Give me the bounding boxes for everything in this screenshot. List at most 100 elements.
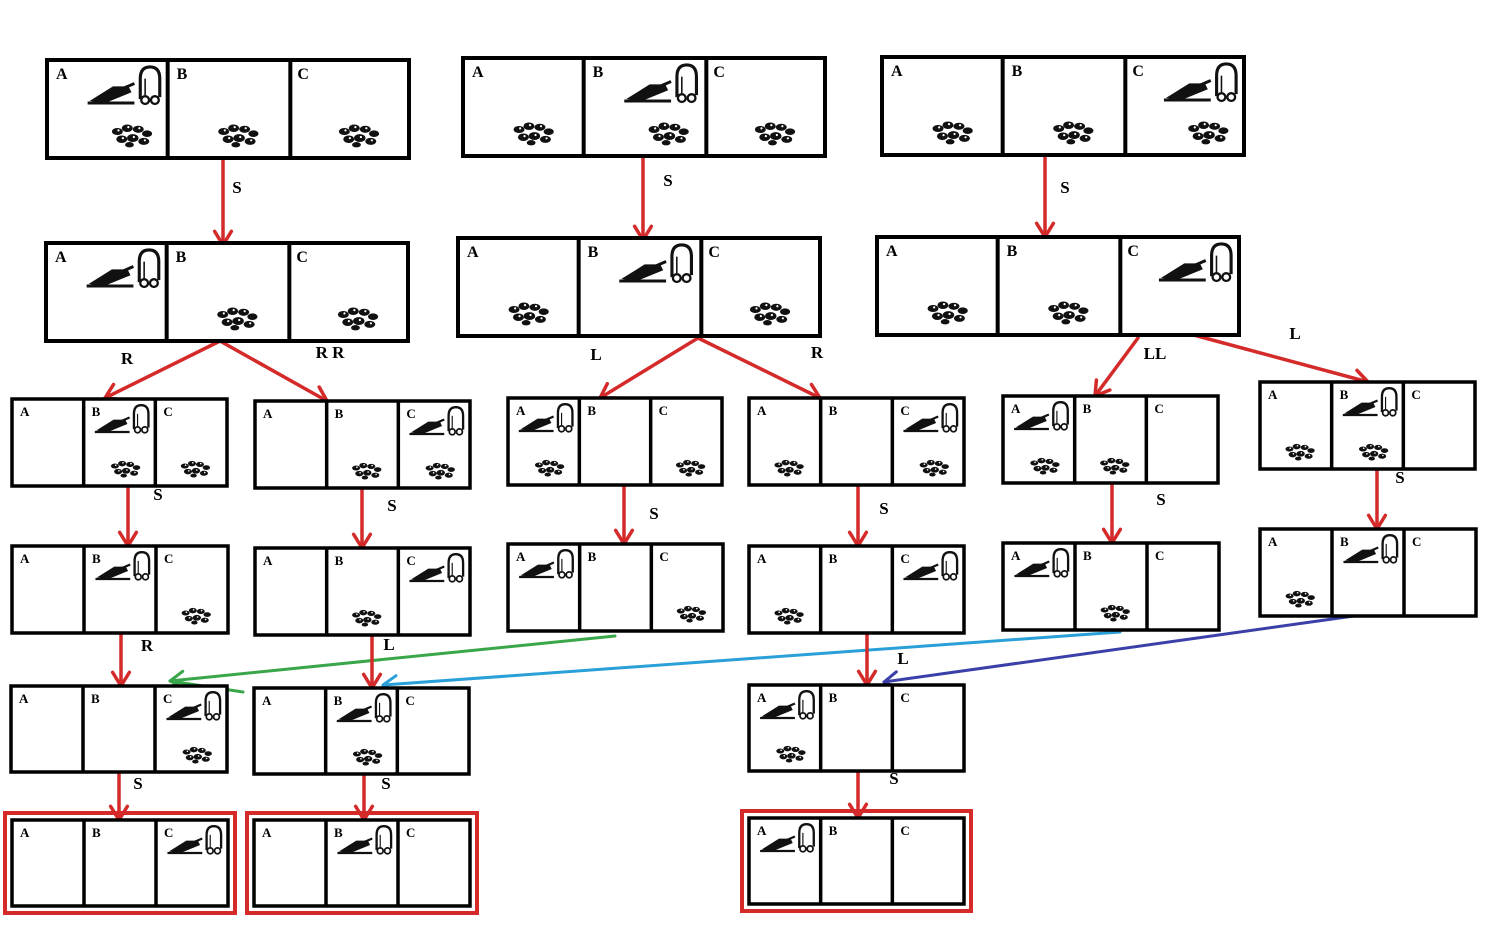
transition-arrow-s11-s17 bbox=[1101, 482, 1123, 545]
room-label-b: B bbox=[829, 823, 838, 838]
room-label-b: B bbox=[587, 403, 596, 418]
action-label-s9-s15: S bbox=[649, 504, 658, 523]
room-label-a: A bbox=[1268, 387, 1278, 402]
room-label-a: A bbox=[467, 244, 479, 261]
action-label-s14-s20: L bbox=[383, 635, 394, 654]
state-frame bbox=[10, 818, 230, 908]
room-label-c: C bbox=[164, 551, 173, 566]
action-label-s8-s14: S bbox=[387, 496, 396, 515]
room-label-c: C bbox=[296, 249, 308, 266]
action-label-s5-s10: R bbox=[811, 343, 824, 362]
state-s24: A B C bbox=[740, 809, 973, 913]
action-label-s4-s8: R R bbox=[316, 343, 346, 362]
room-label-a: A bbox=[20, 825, 30, 840]
room-label-b: B bbox=[92, 551, 101, 566]
room-label-a: A bbox=[56, 66, 68, 83]
action-label-s12-s18: S bbox=[1395, 468, 1404, 487]
room-label-c: C bbox=[713, 64, 725, 81]
action-label-s20-s23: S bbox=[381, 774, 390, 793]
transition-arrow-s4-s8 bbox=[218, 339, 329, 404]
room-label-b: B bbox=[1012, 63, 1023, 80]
room-label-c: C bbox=[900, 690, 909, 705]
room-label-c: C bbox=[708, 244, 720, 261]
state-s12: A B C bbox=[1258, 380, 1477, 471]
action-label-s16-s21: L bbox=[897, 649, 908, 668]
state-s5: A B C bbox=[456, 236, 822, 338]
room-label-a: A bbox=[20, 404, 30, 419]
action-label-s19-s22: S bbox=[133, 774, 142, 793]
room-label-a: A bbox=[20, 551, 30, 566]
goal-state-frame bbox=[740, 809, 973, 913]
room-label-c: C bbox=[163, 691, 172, 706]
transition-arrow-s6-s11 bbox=[1093, 336, 1140, 398]
action-label-s7-s13: S bbox=[153, 485, 162, 504]
room-label-c: C bbox=[1154, 401, 1163, 416]
room-label-a: A bbox=[1011, 548, 1021, 563]
action-label-s10-s16: S bbox=[879, 499, 888, 518]
room-label-c: C bbox=[659, 549, 668, 564]
room-label-c: C bbox=[900, 823, 909, 838]
state-frame bbox=[880, 55, 1246, 157]
room-label-b: B bbox=[334, 825, 343, 840]
room-label-c: C bbox=[1132, 63, 1144, 80]
room-label-a: A bbox=[757, 823, 767, 838]
room-label-a: A bbox=[262, 693, 272, 708]
merge-arrows bbox=[168, 612, 1370, 694]
state-s13: A B C bbox=[10, 544, 230, 635]
state-frame bbox=[875, 235, 1241, 337]
room-label-b: B bbox=[335, 406, 344, 421]
action-label-s13-s19: R bbox=[141, 636, 154, 655]
action-label-s3-s6: S bbox=[1060, 178, 1069, 197]
transition-arrow-s16-s21 bbox=[856, 632, 878, 687]
transition-arrow-s1-s4 bbox=[212, 158, 234, 247]
room-label-c: C bbox=[163, 404, 172, 419]
room-label-c: C bbox=[1155, 548, 1164, 563]
room-label-c: C bbox=[659, 403, 668, 418]
room-label-b: B bbox=[588, 244, 599, 261]
action-label-s1-s4: S bbox=[232, 178, 241, 197]
transition-arrow-s2-s5 bbox=[632, 156, 654, 242]
room-label-a: A bbox=[757, 551, 767, 566]
room-label-c: C bbox=[900, 551, 909, 566]
room-label-c: C bbox=[297, 66, 309, 83]
goal-state-frame bbox=[3, 811, 237, 915]
action-label-s2-s5: S bbox=[663, 171, 672, 190]
room-label-c: C bbox=[1411, 387, 1420, 402]
room-label-a: A bbox=[757, 690, 767, 705]
room-label-b: B bbox=[1083, 548, 1092, 563]
state-frame bbox=[9, 684, 229, 774]
action-label-s4-s7: R bbox=[121, 349, 134, 368]
room-label-a: A bbox=[1268, 534, 1278, 549]
room-label-b: B bbox=[1007, 243, 1018, 260]
room-label-b: B bbox=[1083, 401, 1092, 416]
room-label-c: C bbox=[900, 403, 909, 418]
state-frame bbox=[747, 816, 966, 906]
room-label-a: A bbox=[263, 406, 273, 421]
room-label-c: C bbox=[405, 693, 414, 708]
transition-arrow-s5-s9 bbox=[598, 336, 700, 400]
room-label-b: B bbox=[1340, 387, 1349, 402]
room-label-a: A bbox=[472, 64, 484, 81]
action-label-s11-s17: S bbox=[1156, 490, 1165, 509]
room-label-c: C bbox=[1412, 534, 1421, 549]
transition-arrow-s8-s14 bbox=[351, 487, 373, 550]
room-label-b: B bbox=[176, 249, 187, 266]
action-label-s6-s11: LL bbox=[1144, 344, 1167, 363]
room-label-a: A bbox=[891, 63, 903, 80]
state-frame bbox=[253, 546, 472, 637]
state-s17: A B C bbox=[1001, 541, 1221, 632]
room-label-a: A bbox=[886, 243, 898, 260]
